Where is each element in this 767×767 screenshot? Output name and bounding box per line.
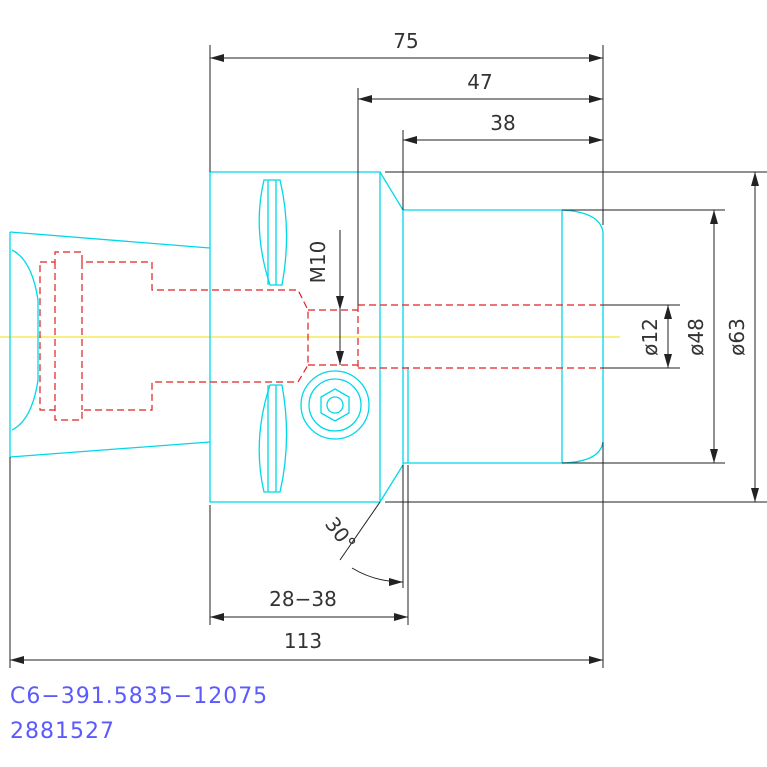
dimension-angle-30 bbox=[339, 501, 404, 586]
dim-text-dia-63: ø63 bbox=[725, 318, 749, 356]
dim-text-28-38: 28−38 bbox=[269, 587, 337, 611]
dim-text-47: 47 bbox=[467, 70, 492, 94]
dimension-dia-63 bbox=[385, 171, 767, 503]
hidden-bore bbox=[39, 251, 603, 421]
dimension-dia-48 bbox=[562, 209, 725, 464]
dimension-38 bbox=[402, 130, 603, 210]
clamping-screw bbox=[300, 370, 370, 440]
dimension-75 bbox=[209, 45, 604, 225]
dimension-dia-12 bbox=[603, 304, 680, 369]
dimension-overall bbox=[9, 442, 604, 668]
dim-text-angle-30: 30° bbox=[320, 512, 361, 555]
dim-text-m10: M10 bbox=[306, 241, 330, 284]
part-number: C6−391.5835−12075 bbox=[10, 684, 268, 709]
drive-key-top bbox=[258, 179, 288, 286]
dimension-m10 bbox=[336, 230, 344, 365]
dim-text-dia-48: ø48 bbox=[684, 318, 708, 356]
dimension-28-38 bbox=[402, 465, 409, 625]
nose-cylinder bbox=[403, 209, 604, 464]
dim-text-113: 113 bbox=[284, 629, 322, 653]
taper-shank bbox=[9, 231, 211, 458]
dim-text-75: 75 bbox=[393, 29, 418, 53]
dim-text-38: 38 bbox=[490, 111, 515, 135]
dimension-113 bbox=[209, 505, 408, 625]
dimension-47 bbox=[357, 88, 603, 305]
part-id: 2881527 bbox=[10, 719, 115, 744]
dim-text-dia-12: ø12 bbox=[638, 318, 662, 356]
drive-key-bottom bbox=[258, 384, 288, 493]
